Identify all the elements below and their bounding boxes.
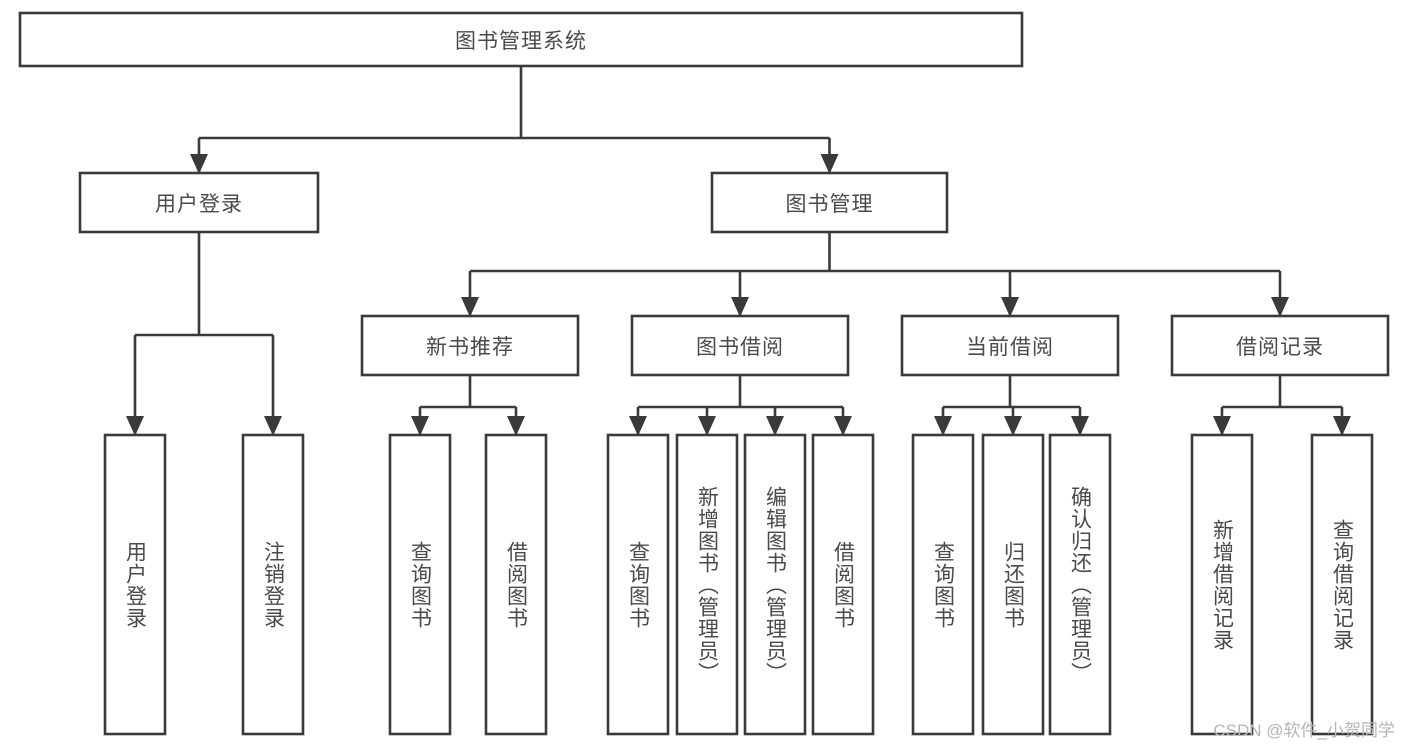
node-box-leaf-add-record[interactable] — [1190, 433, 1254, 736]
arrow-head-icon — [507, 416, 525, 436]
node-box-leaf-edit-book[interactable] — [743, 433, 807, 736]
arrow-head-icon — [629, 416, 647, 436]
node-box-leaf-query-book-borrow[interactable] — [606, 433, 670, 736]
node-box-borrow-record[interactable] — [1170, 314, 1390, 377]
node-box-leaf-borrow-book[interactable] — [811, 433, 875, 736]
arrow-head-icon — [834, 416, 852, 436]
arrow-head-icon — [820, 154, 839, 174]
node-box-book-manage[interactable] — [710, 171, 949, 234]
node-box-leaf-query-book-cur[interactable] — [911, 433, 975, 736]
arrow-head-icon — [698, 416, 716, 436]
arrow-head-icon — [190, 154, 208, 174]
node-box-leaf-return-book[interactable] — [981, 433, 1045, 736]
arrow-head-icon — [461, 297, 479, 317]
node-box-current-borrow[interactable] — [900, 314, 1120, 377]
node-box-leaf-user-login[interactable] — [103, 433, 167, 736]
arrow-head-icon — [264, 416, 282, 436]
node-box-user-login[interactable] — [78, 171, 320, 234]
node-box-leaf-borrow-book-rec[interactable] — [484, 433, 548, 736]
arrow-head-icon — [1271, 297, 1289, 317]
watermark: CSDN @软件_小贺同学 — [1213, 721, 1395, 740]
node-box-leaf-query-book-rec[interactable] — [388, 433, 452, 736]
boxes-layer — [18, 11, 1390, 736]
node-box-book-borrow[interactable] — [630, 314, 850, 377]
arrow-head-icon — [1071, 416, 1089, 436]
connectors-layer — [126, 66, 1351, 436]
arrow-head-icon — [1213, 416, 1231, 436]
node-box-leaf-logout[interactable] — [241, 433, 305, 736]
arrow-head-icon — [126, 416, 144, 436]
arrow-head-icon — [934, 416, 952, 436]
arrow-head-icon — [766, 416, 784, 436]
arrow-head-icon — [1001, 297, 1019, 317]
arrow-head-icon — [1333, 416, 1351, 436]
arrow-head-icon — [411, 416, 429, 436]
arrow-head-icon — [1004, 416, 1022, 436]
arrow-head-icon — [731, 297, 749, 317]
node-box-leaf-confirm-return[interactable] — [1048, 433, 1112, 736]
node-box-root[interactable] — [18, 11, 1024, 68]
node-box-new-book-rec[interactable] — [360, 314, 580, 377]
node-box-leaf-query-record[interactable] — [1310, 433, 1374, 736]
node-box-leaf-add-book[interactable] — [675, 433, 739, 736]
